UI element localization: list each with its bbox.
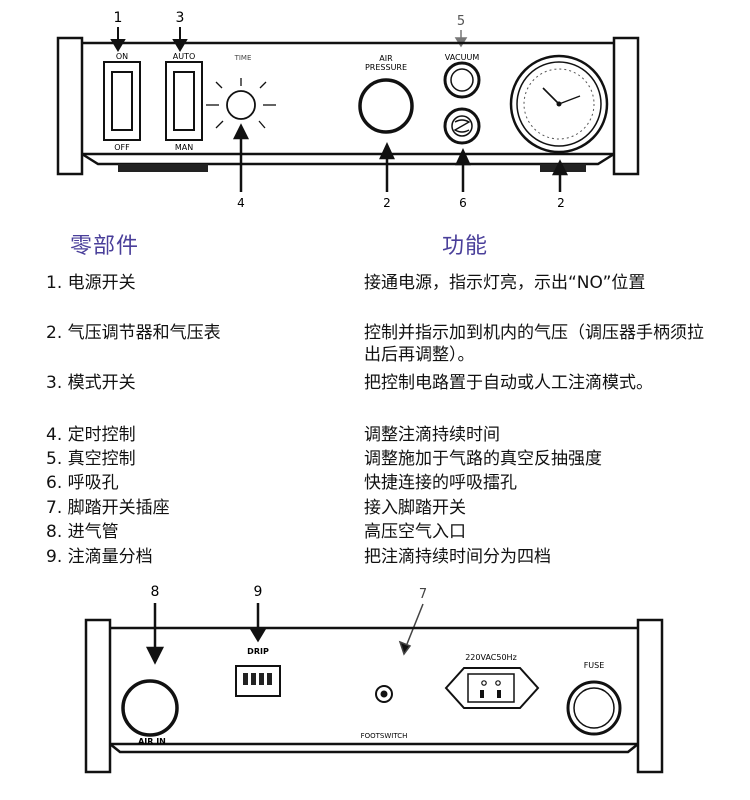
arrow-6	[455, 148, 471, 192]
part-name: 8. 进气管	[46, 522, 119, 542]
air-in-port[interactable]	[121, 679, 179, 737]
part-name: 5. 真空控制	[46, 449, 136, 469]
time-label: TIME	[234, 54, 252, 62]
callout-7: 7	[419, 587, 427, 602]
part-function: 控制并指示加到机内的气压（调压器手柄须拉出后再调整）。	[364, 323, 704, 365]
mode-man-label: MAN	[175, 143, 193, 152]
part-function: 调整注滴持续时间	[364, 425, 500, 445]
power-on-label: ON	[116, 52, 128, 61]
rear-panel-diagram: 8 9 7 AIR IN DRIP FOOTSWITCH 220VAC50Hz	[84, 584, 664, 774]
power-socket[interactable]	[444, 667, 540, 709]
air-pressure-label-2: PRESSURE	[365, 63, 407, 72]
arrow-2a	[379, 142, 395, 192]
air-pressure-knob[interactable]	[358, 78, 414, 134]
part-function: 接入脚踏开关	[364, 498, 466, 518]
callout-6: 6	[459, 196, 467, 210]
fuse-holder[interactable]	[566, 680, 622, 736]
part-function: 把注滴持续时间分为四档	[364, 547, 551, 567]
arrow-7	[398, 603, 424, 656]
part-name: 7. 脚踏开关插座	[46, 498, 170, 518]
mode-auto-label: AUTO	[173, 52, 196, 61]
part-function: 把控制电路置于自动或人工注滴模式。	[364, 373, 653, 393]
table-headings: 零部件 功能	[0, 228, 750, 268]
callout-1: 1	[114, 10, 123, 26]
mode-switch[interactable]	[165, 61, 203, 141]
arrow-8	[145, 603, 165, 665]
part-function: 快捷连接的呼吸擂孔	[364, 473, 517, 493]
arrow-3	[172, 27, 188, 52]
air-pressure-label-1: AIR	[379, 54, 393, 63]
footswitch-socket[interactable]	[375, 685, 393, 703]
pressure-gauge	[509, 54, 609, 154]
voltage-label: 220VAC50Hz	[465, 653, 517, 662]
callout-2b: 2	[557, 196, 565, 210]
part-function: 接通电源，指示灯亮，示出“NO”位置	[364, 273, 646, 293]
heading-parts: 零部件	[70, 234, 140, 259]
callout-3: 3	[176, 10, 185, 26]
footswitch-label: FOOTSWITCH	[361, 732, 408, 740]
part-name: 1. 电源开关	[46, 273, 136, 293]
callout-9: 9	[254, 584, 263, 600]
part-name: 4. 定时控制	[46, 425, 136, 445]
breathing-port[interactable]	[443, 107, 481, 145]
front-panel-diagram: 1 3 5 4 2 6 2 ON OFF AUTO MAN TIME	[56, 10, 640, 210]
part-name: 3. 模式开关	[46, 373, 136, 393]
drip-label: DRIP	[247, 647, 269, 656]
power-switch[interactable]	[103, 61, 141, 141]
callout-8: 8	[151, 584, 160, 600]
callout-5: 5	[457, 14, 465, 29]
vacuum-knob[interactable]	[443, 61, 481, 99]
time-knob[interactable]	[226, 90, 256, 120]
vacuum-label: VACUUM	[445, 53, 480, 62]
arrow-1	[110, 27, 126, 52]
part-function: 高压空气入口	[364, 522, 466, 542]
heading-function: 功能	[442, 234, 489, 259]
fuse-label: FUSE	[584, 661, 605, 670]
time-dial-ticks	[206, 78, 276, 129]
callout-4: 4	[237, 196, 245, 210]
air-in-label: AIR IN	[138, 737, 166, 746]
arrow-9	[249, 603, 267, 643]
drip-selector[interactable]	[235, 665, 281, 697]
part-name: 6. 呼吸孔	[46, 473, 119, 493]
callout-2a: 2	[383, 196, 391, 210]
part-function: 调整施加于气路的真空反抽强度	[364, 449, 602, 469]
rear-chassis	[84, 618, 664, 774]
arrow-4	[232, 123, 250, 192]
front-chassis	[56, 36, 640, 176]
power-off-label: OFF	[114, 143, 130, 152]
part-name: 9. 注滴量分档	[46, 547, 153, 567]
part-name: 2. 气压调节器和气压表	[46, 323, 221, 343]
arrow-2b	[551, 159, 569, 192]
